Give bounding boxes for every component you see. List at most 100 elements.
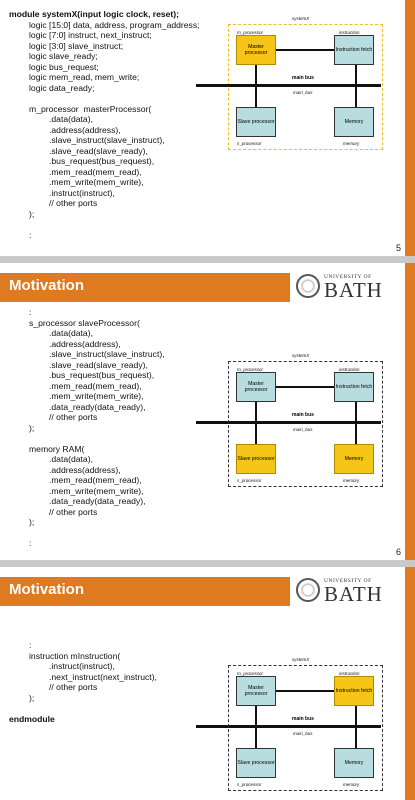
- fetch-label: instruction: [339, 30, 360, 35]
- logo-university: UNIVERSITY OF: [324, 578, 372, 584]
- instruction-fetch-box: Instruction fetch: [334, 676, 374, 706]
- code-line: logic bus_request;: [29, 61, 99, 72]
- code-line: logic mem_read, mem_write;: [29, 72, 140, 82]
- slave-processor-box: Slave processor: [236, 748, 276, 778]
- memory-box: Memory: [334, 748, 374, 778]
- code-line: .instruct(instruct),: [49, 187, 115, 198]
- code-line: .slave_instruct(slave_instruct),: [49, 349, 165, 359]
- code-line: :: [29, 229, 32, 240]
- code-line: .slave_instruct(slave_instruct),: [49, 135, 165, 145]
- wire-slave-bus: [255, 728, 257, 748]
- memory-box: Memory: [334, 107, 374, 137]
- code-line: .data_ready(data_ready),: [49, 401, 146, 412]
- logo-bath: BATH: [324, 582, 383, 606]
- bus-label: main bus: [292, 75, 314, 81]
- accent-bar: [405, 0, 415, 256]
- bus-name-label: main_bus: [293, 427, 313, 432]
- slave-label: s_processor: [237, 782, 262, 787]
- system-label: systemX: [292, 657, 310, 662]
- code-line: logic data_ready;: [29, 82, 95, 93]
- bus-name-label: main_bus: [293, 731, 313, 736]
- system-label: systemX: [292, 353, 310, 358]
- fetch-label: instruction: [339, 367, 360, 372]
- main-bus: [196, 84, 381, 87]
- memory-label: memory: [343, 141, 360, 146]
- slide-title: Motivation: [9, 581, 84, 598]
- code-line: [9, 703, 157, 714]
- code-line: :: [29, 307, 32, 317]
- main-bus: [196, 421, 381, 424]
- system-frame: [228, 665, 383, 791]
- code-line: );: [29, 422, 35, 433]
- main-bus: [196, 725, 381, 728]
- page-number: 6: [395, 547, 401, 557]
- code-line: .mem_read(mem_read),: [49, 380, 142, 391]
- code-line: .instruct(instruct),: [49, 661, 115, 671]
- code-line: .data(data),: [49, 114, 93, 124]
- instruction-fetch-box: Instruction fetch: [334, 35, 374, 65]
- slide-header: Motivation: [0, 577, 290, 606]
- code-line: );: [29, 208, 35, 219]
- wire-master-bus: [255, 65, 257, 85]
- master-label: m_processor: [237, 367, 264, 372]
- bus-name-label: main_bus: [293, 90, 313, 95]
- wire-slave-bus: [255, 87, 257, 107]
- code-line: // other ports: [49, 412, 98, 422]
- code-line: .address(address),: [49, 338, 121, 349]
- wire-memory-bus: [355, 424, 357, 444]
- system-diagram: main bus main_bus systemX m_processor instru…: [196, 351, 383, 491]
- accent-bar: [405, 263, 415, 560]
- code-line: );: [29, 692, 35, 703]
- code-block: module systemX(input logic clock, reset)…: [9, 9, 200, 240]
- code-line: module systemX(input logic clock, reset)…: [9, 9, 180, 19]
- master-processor-box: Master processor: [236, 372, 276, 402]
- wire-master-bus: [255, 402, 257, 422]
- slide-6: Motivation UNIVERSITY OF BATH : s_process…: [0, 263, 415, 560]
- master-processor-box: Master processor: [236, 35, 276, 65]
- instruction-fetch-box: Instruction fetch: [334, 372, 374, 402]
- code-line: .data(data),: [49, 328, 93, 338]
- master-processor-box: Master processor: [236, 676, 276, 706]
- slide-5: module systemX(input logic clock, reset)…: [0, 0, 415, 256]
- university-logo: UNIVERSITY OF BATH: [296, 274, 382, 302]
- code-line: .bus_request(bus_request),: [49, 156, 155, 166]
- slave-label: s_processor: [237, 141, 262, 146]
- code-line: // other ports: [49, 682, 98, 692]
- memory-label: memory: [343, 478, 360, 483]
- system-label: systemX: [292, 16, 310, 21]
- wire-slave-bus: [255, 424, 257, 444]
- code-line: logic slave_ready;: [29, 51, 98, 61]
- code-line: logic [7:0] instruct, next_instruct;: [29, 30, 152, 40]
- fetch-label: instruction: [339, 671, 360, 676]
- code-line: .bus_request(bus_request),: [49, 370, 155, 380]
- accent-bar: [405, 567, 415, 800]
- code-line: logic [3:0] slave_instruct;: [29, 40, 124, 51]
- slave-processor-box: Slave processor: [236, 444, 276, 474]
- slave-label: s_processor: [237, 478, 262, 483]
- crest-icon: [296, 578, 320, 602]
- code-line: .mem_read(mem_read),: [49, 475, 142, 485]
- code-line: .address(address),: [49, 464, 121, 475]
- bus-label: main bus: [292, 412, 314, 418]
- code-line: .mem_write(mem_write),: [49, 391, 144, 401]
- slide-title: Motivation: [9, 277, 84, 294]
- code-line: [9, 219, 200, 230]
- code-line: [9, 93, 200, 104]
- logo-university: UNIVERSITY OF: [324, 274, 372, 280]
- wire-master-fetch: [275, 49, 335, 51]
- slave-processor-box: Slave processor: [236, 107, 276, 137]
- system-frame: [228, 24, 383, 150]
- code-line: // other ports: [49, 506, 98, 517]
- code-line: endmodule: [9, 713, 55, 724]
- code-line: // other ports: [49, 198, 98, 208]
- code-line: :: [29, 538, 32, 548]
- code-line: [9, 433, 165, 444]
- wire-fetch-bus: [355, 65, 357, 85]
- code-line: .mem_read(mem_read),: [49, 166, 142, 177]
- slide-header: Motivation: [0, 273, 290, 302]
- logo-bath: BATH: [324, 278, 383, 302]
- page-number: 5: [395, 243, 401, 253]
- code-line: m_processor masterProcessor(: [29, 103, 152, 114]
